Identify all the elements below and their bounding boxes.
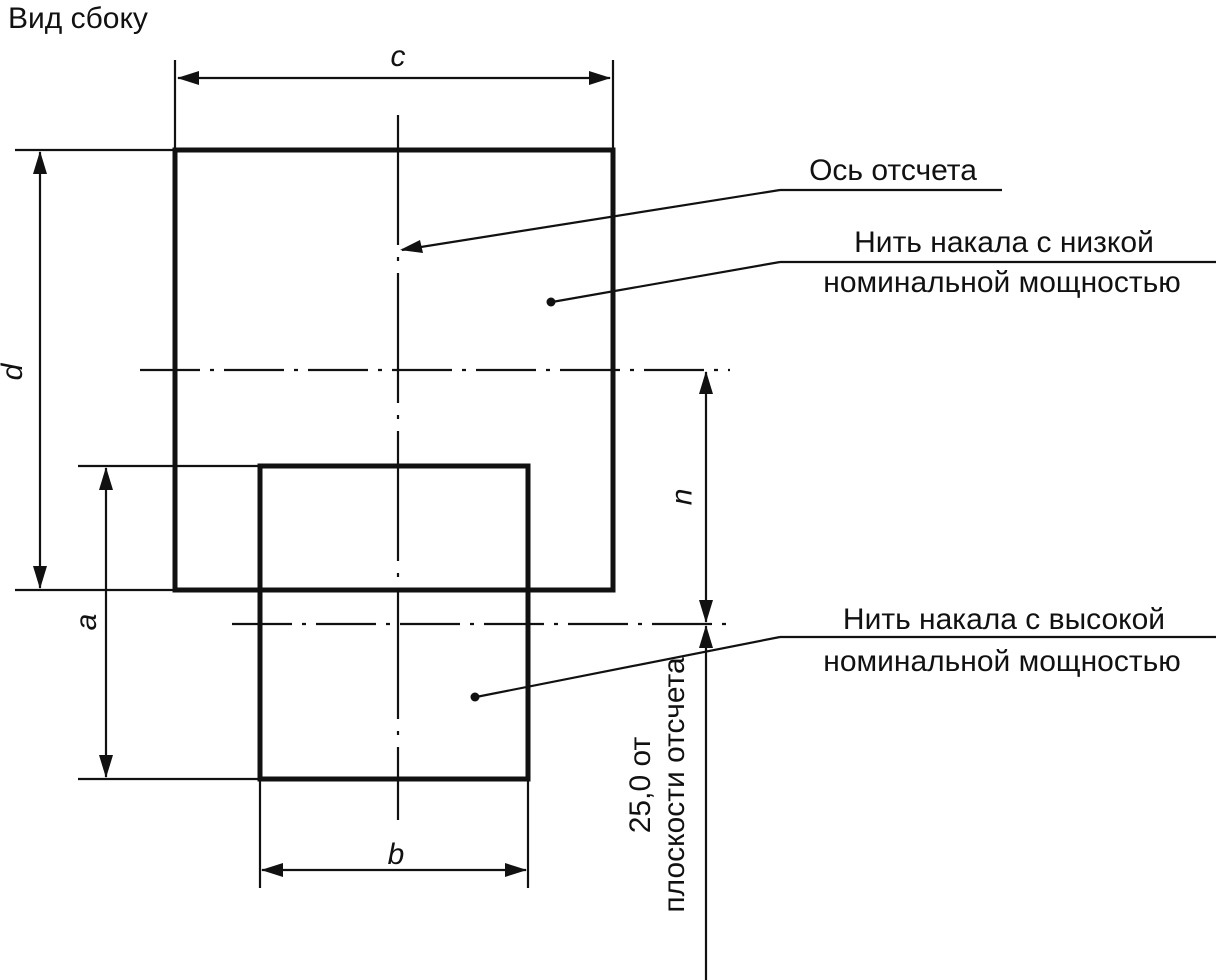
reference-axis-label: Ось отсчета [809, 154, 977, 187]
high-filament-label-2: номинальной мощностью [823, 645, 1180, 678]
dim-b-label: b [388, 838, 405, 871]
high-filament-dot [470, 692, 480, 702]
dim-a-arrow-top [99, 467, 113, 490]
low-filament-label-2: номинальной мощностью [823, 266, 1180, 299]
low-filament-dot [546, 297, 556, 307]
low-filament-label-1: Нить накала с низкой [854, 226, 1154, 259]
dim-d-arrow-top [33, 151, 47, 174]
view-title: Вид сбоку [8, 2, 148, 35]
dim-d-arrow-bottom [33, 566, 47, 589]
dim-b-arrow-left [261, 863, 283, 877]
high-filament-leader [475, 635, 781, 699]
dim-u-arrow-top [699, 371, 713, 394]
offset-arrow [699, 625, 713, 648]
dim-c-arrow-left [177, 71, 199, 85]
dim-d-label: d [0, 362, 29, 380]
dim-c-arrow-right [589, 71, 611, 85]
low-filament-leader [551, 260, 781, 304]
offset-label-line2: плоскости отсчета [658, 657, 691, 913]
dim-c-label: c [391, 40, 406, 73]
axis-leader-line [401, 188, 781, 252]
offset-label-line1: 25,0 от [624, 737, 657, 834]
high-filament-box [257, 463, 531, 782]
dim-a-arrow-bottom [99, 755, 113, 778]
dim-a-label: a [70, 614, 103, 631]
axis-leader-arrow [400, 240, 423, 253]
dim-u-arrow-bottom [699, 600, 713, 623]
dim-u-label: u [669, 489, 702, 506]
dim-b-arrow-right [505, 863, 527, 877]
high-filament-label-1: Нить накала с высокой [843, 603, 1165, 636]
